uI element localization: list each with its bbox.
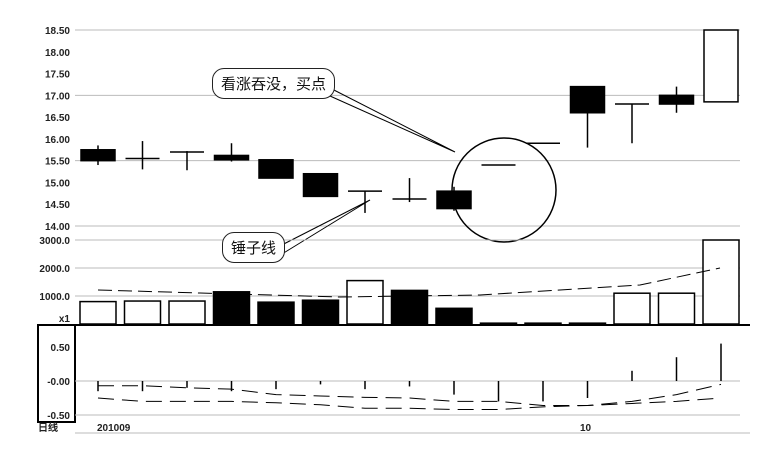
volume-bar — [257, 301, 295, 325]
volume-bar — [346, 279, 384, 325]
callout-pointer — [271, 199, 371, 255]
annotation-hammer: 锤子线 — [222, 232, 286, 263]
volume-bar — [212, 291, 251, 325]
price-tick-label: 18.50 — [45, 26, 70, 37]
volume-bar — [524, 322, 562, 325]
volume-bar — [702, 239, 740, 325]
price-tick-label: 15.50 — [45, 157, 70, 168]
macd-axis-box — [37, 324, 76, 423]
volume-bar — [168, 300, 206, 325]
price-tick-label: 16.00 — [45, 135, 70, 146]
price-tick-label: 18.00 — [45, 48, 70, 59]
callout-pointer — [329, 87, 456, 153]
candle-body — [258, 159, 294, 179]
volume-ma-line — [97, 267, 721, 298]
x-axis-label: 10 — [580, 423, 592, 434]
volume-tick-label: 2000.0 — [39, 264, 70, 275]
candle-body — [658, 94, 695, 105]
candle-body — [302, 172, 339, 198]
price-tick-label: 14.50 — [45, 200, 70, 211]
candle-body — [80, 149, 116, 162]
volume-bar — [613, 292, 651, 325]
price-tick-label: 15.00 — [45, 178, 70, 189]
volume-bar — [568, 322, 607, 325]
volume-bar — [657, 292, 696, 325]
volume-tick-label: 3000.0 — [39, 236, 70, 247]
macd-dea-line — [97, 397, 722, 411]
candle-body — [703, 29, 739, 103]
volume-bar — [479, 322, 518, 325]
x-axis-label: 201009 — [97, 423, 131, 434]
candle-body — [436, 190, 472, 210]
price-tick-label: 17.50 — [45, 70, 70, 81]
macd-tick-label: 0.50 — [51, 343, 71, 354]
period-label: 日线 — [38, 421, 58, 434]
annotation-bullish-engulfing: 看涨吞没，买点 — [212, 68, 336, 99]
volume-bar — [435, 307, 473, 325]
macd-dif-line — [98, 383, 722, 406]
macd-tick-label: -0.00 — [47, 377, 70, 388]
volume-bar — [301, 299, 340, 325]
candle-body — [213, 154, 250, 161]
price-tick-label: 17.00 — [45, 91, 70, 102]
highlight-circle — [451, 137, 557, 243]
price-tick-label: 14.00 — [45, 222, 70, 233]
price-tick-label: 16.50 — [45, 113, 70, 124]
macd-tick-label: -0.50 — [47, 411, 70, 422]
volume-bar — [79, 300, 117, 325]
volume-tick-label: x1 — [59, 314, 71, 325]
volume-tick-label: 1000.0 — [39, 292, 70, 303]
candle-body — [569, 85, 606, 114]
volume-bar — [123, 300, 162, 325]
